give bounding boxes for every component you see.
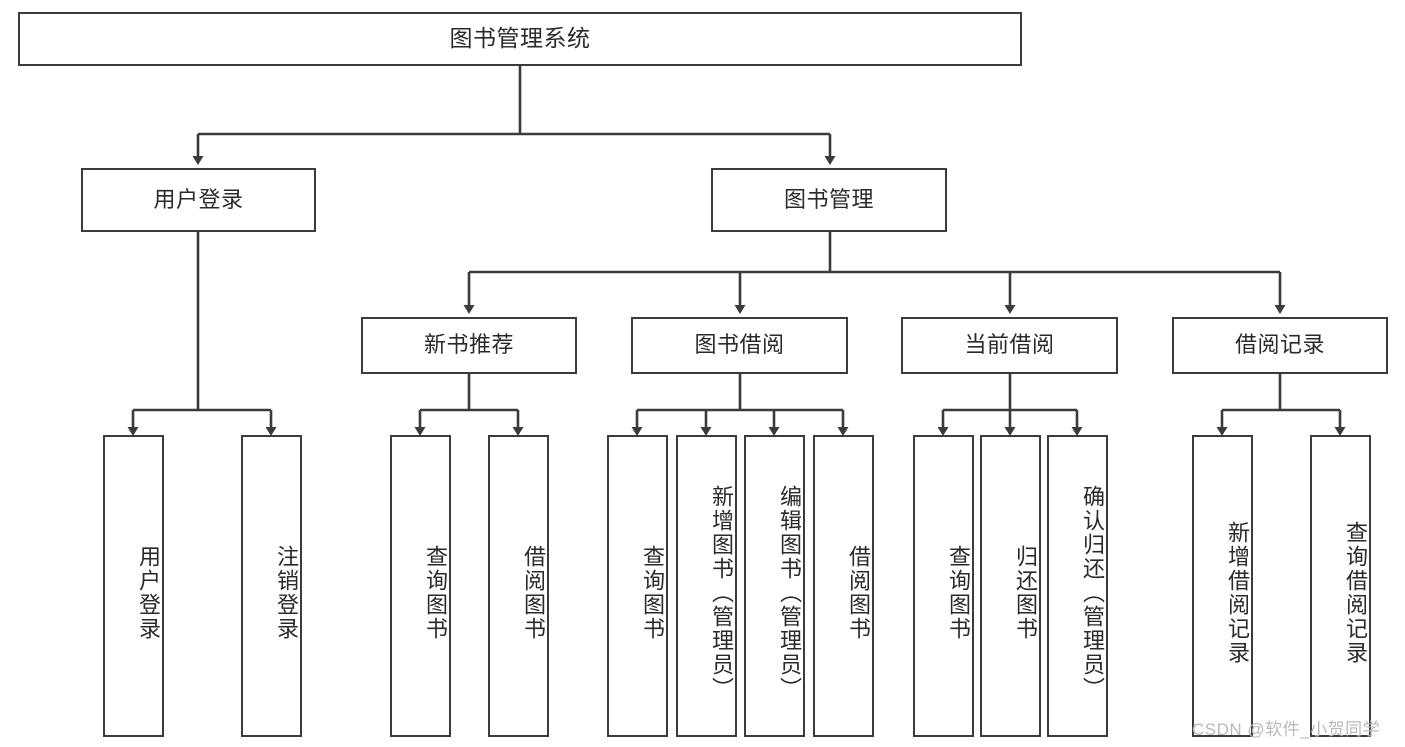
node-label: 当前借阅 bbox=[964, 332, 1055, 358]
node-book-management[interactable]: 图书管理 bbox=[711, 168, 947, 232]
node-label: 新书推荐 bbox=[423, 332, 514, 358]
node-label: 查询图书 bbox=[946, 545, 971, 641]
node-label: 新增图书（管理员） bbox=[709, 485, 734, 701]
node-label: 借阅图书 bbox=[521, 545, 546, 641]
node-label: 图书管理系统 bbox=[449, 25, 591, 52]
node-label: 查询图书 bbox=[423, 545, 448, 641]
leaf-record-add-record[interactable]: 新增借阅记录 bbox=[1192, 435, 1253, 737]
leaf-current-query-book[interactable]: 查询图书 bbox=[913, 435, 974, 737]
node-label: 编辑图书（管理员） bbox=[777, 485, 802, 701]
node-label: 注销登录 bbox=[274, 545, 299, 641]
leaf-current-confirm-return-admin[interactable]: 确认归还（管理员） bbox=[1047, 435, 1108, 737]
leaf-borrow-add-book-admin[interactable]: 新增图书（管理员） bbox=[676, 435, 737, 737]
leaf-user-login-login[interactable]: 用户登录 bbox=[103, 435, 164, 737]
leaf-recommend-query-book[interactable]: 查询图书 bbox=[390, 435, 451, 737]
node-label: 用户登录 bbox=[153, 186, 244, 212]
leaf-borrow-query-book[interactable]: 查询图书 bbox=[607, 435, 668, 737]
node-root-system[interactable]: 图书管理系统 bbox=[18, 12, 1022, 66]
node-label: 查询借阅记录 bbox=[1343, 521, 1368, 665]
leaf-user-login-logout[interactable]: 注销登录 bbox=[241, 435, 302, 737]
node-label: 查询图书 bbox=[640, 545, 665, 641]
node-label: 确认归还（管理员） bbox=[1080, 485, 1105, 701]
leaf-current-return-book[interactable]: 归还图书 bbox=[980, 435, 1041, 737]
node-label: 新增借阅记录 bbox=[1225, 521, 1250, 665]
leaf-record-query-record[interactable]: 查询借阅记录 bbox=[1310, 435, 1371, 737]
leaf-borrow-borrow-book[interactable]: 借阅图书 bbox=[813, 435, 874, 737]
node-label: 借阅图书 bbox=[846, 545, 871, 641]
node-label: 用户登录 bbox=[136, 545, 161, 641]
node-borrow-record[interactable]: 借阅记录 bbox=[1172, 317, 1388, 374]
node-label: 借阅记录 bbox=[1234, 332, 1325, 358]
node-label: 图书管理 bbox=[783, 186, 874, 212]
watermark: CSDN @软件_小贺同学 bbox=[1192, 720, 1381, 739]
node-label: 图书借阅 bbox=[694, 332, 785, 358]
leaf-recommend-borrow-book[interactable]: 借阅图书 bbox=[488, 435, 549, 737]
node-label: 归还图书 bbox=[1013, 545, 1038, 641]
node-current-borrow[interactable]: 当前借阅 bbox=[901, 317, 1118, 374]
node-new-book-recommend[interactable]: 新书推荐 bbox=[361, 317, 577, 374]
node-user-login[interactable]: 用户登录 bbox=[81, 168, 316, 232]
node-book-borrow[interactable]: 图书借阅 bbox=[631, 317, 848, 374]
leaf-borrow-edit-book-admin[interactable]: 编辑图书（管理员） bbox=[744, 435, 805, 737]
